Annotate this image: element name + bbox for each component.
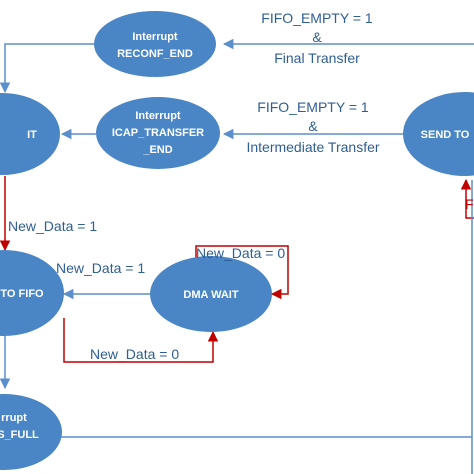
edge-label-fifo-empty-intermediate-1: FIFO_EMPTY = 1 (257, 99, 369, 115)
edge-label-new-data-0-loop: New_Data = 0 (196, 245, 285, 261)
edge-label-new-data-1-left: New_Data = 1 (8, 218, 97, 234)
node-interrupt-full-line1: rrupt (1, 412, 27, 424)
edge-label-new-data-0-bottom: New_Data = 0 (90, 346, 179, 362)
node-dma-wait: DMA WAIT (150, 256, 272, 332)
node-interrupt-reconf-end-line2: RECONF_END (117, 48, 193, 60)
node-interrupt-full: rrupt S_FULL (0, 394, 62, 470)
node-interrupt-full-line2: S_FULL (0, 429, 39, 441)
node-send-to-label: SEND TO (421, 129, 470, 141)
node-to-fifo-label: TO FIFO (0, 288, 44, 300)
node-interrupt-icap-transfer-end: Interrupt ICAP_TRANSFER _END (96, 97, 220, 169)
node-wait-label: IT (27, 129, 37, 141)
node-wait: IT (0, 93, 60, 175)
edge-label-new-data-1-to-fifo: New_Data = 1 (56, 260, 145, 276)
edge-dma-wait-self-loop (195, 245, 289, 300)
node-send-to: SEND TO (403, 92, 474, 176)
node-dma-wait-label: DMA WAIT (183, 289, 238, 301)
edge-label-fifo-empty-intermediate-2: & (308, 118, 318, 134)
edge-label-fifo-empty-final-2: & (312, 29, 322, 45)
edge-label-fifo-empty-final-3: Final Transfer (274, 50, 360, 66)
edge-label-right-cut: F (465, 196, 474, 212)
edge-label-fifo-empty-intermediate-3: Intermediate Transfer (246, 139, 379, 155)
node-icap-line3: _END (142, 144, 172, 156)
node-to-fifo: TO FIFO (0, 250, 64, 336)
edge-label-fifo-empty-final-1: FIFO_EMPTY = 1 (261, 10, 373, 26)
node-interrupt-reconf-end: Interrupt RECONF_END (94, 11, 216, 77)
edge-to-fifo-to-dma-wait (63, 318, 219, 363)
node-icap-line2: ICAP_TRANSFER (112, 127, 204, 139)
node-interrupt-reconf-end-line1: Interrupt (132, 31, 178, 43)
node-icap-line1: Interrupt (135, 110, 181, 122)
edge-reconf-end-to-wait (0, 43, 96, 94)
